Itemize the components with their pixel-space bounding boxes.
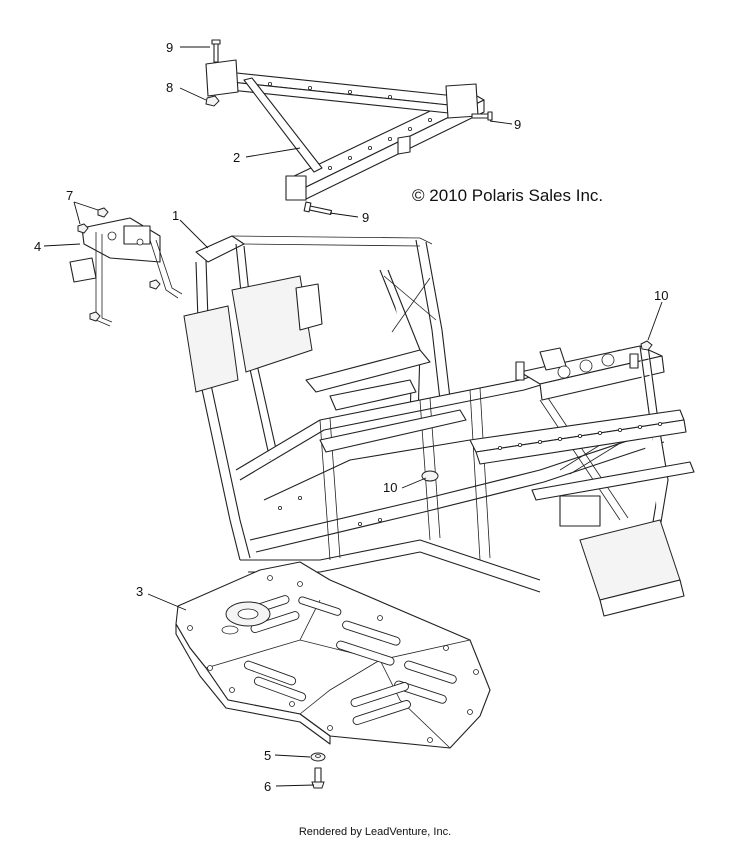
callout-5: 5 — [264, 748, 271, 763]
callout-4: 4 — [34, 239, 41, 254]
footer-credit: Rendered by LeadVenture, Inc. — [298, 826, 452, 838]
frame-holes — [277, 421, 663, 527]
nuts-7 — [77, 207, 161, 322]
nut-10-rear — [640, 340, 653, 351]
skid-slots — [240, 595, 457, 726]
callout-1: 1 — [172, 208, 179, 223]
callout-10-floor: 10 — [383, 480, 397, 495]
bolt-6 — [311, 767, 325, 789]
callout-8: 8 — [166, 80, 173, 95]
callout-6: 6 — [264, 779, 271, 794]
part-1-main-frame — [183, 235, 695, 617]
callout-3: 3 — [136, 584, 143, 599]
callouts: 9 8 9 2 9 1 7 4 10 10 3 5 6 — [34, 40, 668, 794]
bolt-9-right — [471, 111, 493, 121]
part-3-skid-plate — [175, 561, 491, 749]
part-2-upper-brace — [205, 59, 485, 201]
callout-7: 7 — [66, 188, 73, 203]
callout-9-top: 9 — [166, 40, 173, 55]
skid-holes — [187, 575, 479, 743]
part-4-front-bracket — [69, 217, 183, 327]
leader-lines — [43, 46, 663, 787]
nut-10-floor — [421, 470, 439, 482]
callout-9-right: 9 — [514, 117, 521, 132]
washer-5 — [310, 752, 326, 762]
bolt-9-top — [211, 39, 221, 63]
callout-10-rear: 10 — [654, 288, 668, 303]
copyright-text: © 2010 Polaris Sales Inc. — [412, 186, 604, 205]
brace-holes — [267, 82, 432, 170]
nut-8 — [205, 95, 220, 107]
bolt-9-lower — [303, 201, 333, 216]
callout-2: 2 — [233, 150, 240, 165]
callout-9-lower: 9 — [362, 210, 369, 225]
